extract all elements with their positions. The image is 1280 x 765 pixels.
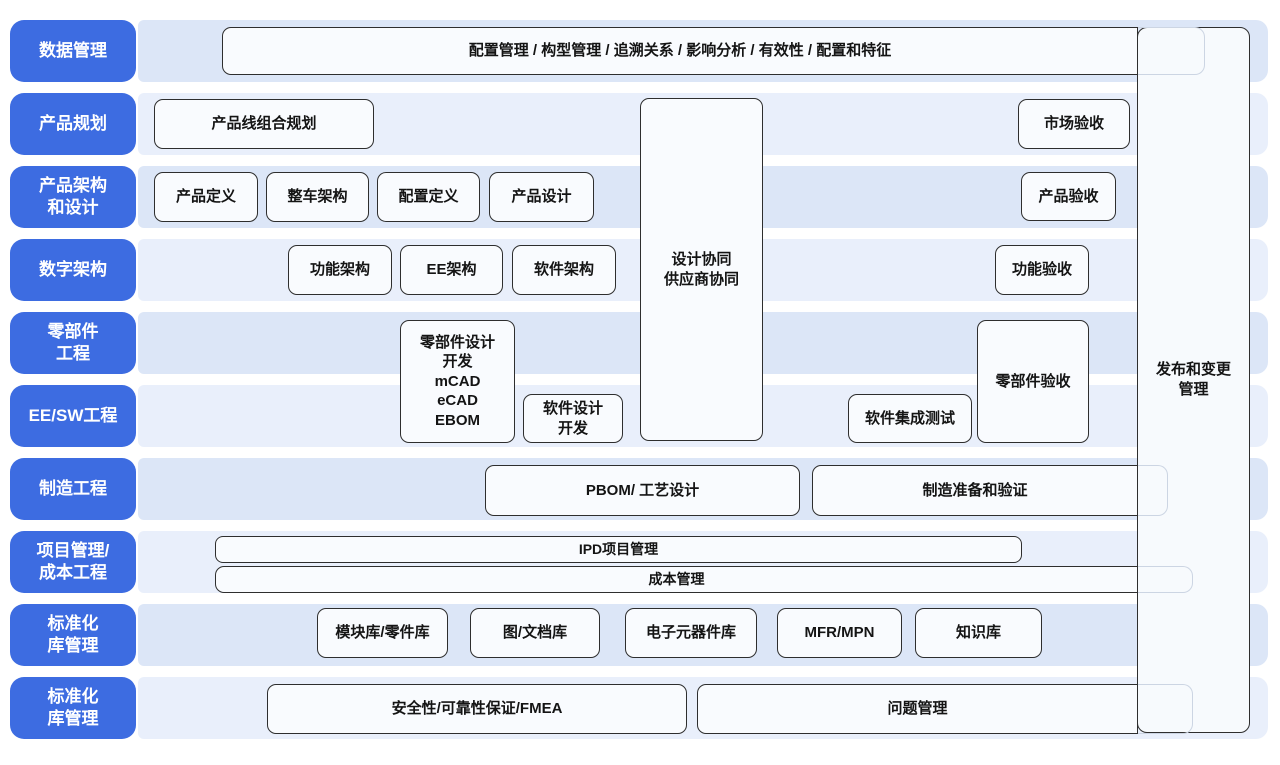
box-label: 开发 (557, 419, 588, 437)
sidebar-item-std-library: 标准化 库管理 (10, 604, 136, 666)
safety-reliability-fmea-box: 安全性/可靠性保证/FMEA (267, 684, 687, 734)
sidebar-label: 标准化 (47, 686, 99, 706)
sidebar-item-mfg-eng: 制造工程 (10, 458, 136, 520)
box-label: 设计协同 (671, 251, 732, 268)
electronic-components-library-box: 电子元器件库 (625, 608, 757, 658)
bar-label: 发布和变更 (1155, 360, 1231, 378)
sidebar-label: 工程 (56, 344, 90, 363)
issue-mgmt-box-continuation (1137, 684, 1193, 734)
box-label: EBOM (435, 411, 480, 429)
knowledge-library-box: 知识库 (915, 608, 1042, 658)
product-design-box: 产品设计 (489, 172, 594, 222)
ee-architecture-box: EE架构 (400, 245, 503, 295)
sidebar-item-project-cost: 项目管理/ 成本工程 (10, 531, 136, 593)
box-label: 开发 (442, 353, 473, 371)
sidebar-label: 标准化 (47, 613, 99, 633)
sidebar-label: 库管理 (47, 636, 99, 655)
box-label: 软件设计 (542, 400, 603, 417)
sidebar-label: 数据管理 (39, 40, 107, 60)
module-parts-library-box: 模块库/零件库 (317, 608, 448, 658)
mfg-preparation-box-continuation (1137, 465, 1168, 516)
market-acceptance-box: 市场验收 (1018, 99, 1130, 149)
software-integration-test-box: 软件集成测试 (848, 394, 972, 443)
cost-mgmt-box-continuation (1137, 566, 1193, 593)
vehicle-architecture-box: 整车架构 (266, 172, 369, 222)
box-label: 零部件设计 (419, 333, 495, 351)
design-collaboration-box: 设计协同 供应商协同 (640, 98, 763, 441)
parts-acceptance-box: 零部件验收 (977, 320, 1089, 443)
config-mgmt-box-continuation (1137, 27, 1205, 75)
sidebar-label: 成本工程 (39, 563, 107, 582)
box-label: eCAD (437, 392, 478, 410)
product-definition-box: 产品定义 (154, 172, 258, 222)
sidebar-item-parts-eng: 零部件 工程 (10, 312, 136, 374)
sidebar-item-std-library-2: 标准化 库管理 (10, 677, 136, 739)
product-line-planning-box: 产品线组合规划 (154, 99, 374, 149)
config-definition-box: 配置定义 (377, 172, 480, 222)
sidebar-label: EE/SW工程 (28, 405, 118, 425)
sidebar-label: 和设计 (47, 198, 99, 217)
bar-label: 管理 (1178, 381, 1209, 398)
sidebar-label: 产品架构 (39, 175, 107, 195)
parts-design-box: 零部件设计 开发 mCAD eCAD EBOM (400, 320, 515, 443)
sidebar-label: 零部件 (47, 321, 99, 341)
cost-mgmt-box: 成本管理 (215, 566, 1138, 593)
sidebar-label: 数字架构 (39, 259, 107, 279)
software-architecture-box: 软件架构 (512, 245, 616, 295)
sidebar-item-product-arch-design: 产品架构 和设计 (10, 166, 136, 228)
sidebar-item-data-mgmt: 数据管理 (10, 20, 136, 82)
product-acceptance-box: 产品验收 (1021, 172, 1116, 221)
sidebar-label: 项目管理/ (36, 540, 110, 560)
config-mgmt-box: 配置管理 / 构型管理 / 追溯关系 / 影响分析 / 有效性 / 配置和特征 (222, 27, 1138, 75)
mfg-preparation-box: 制造准备和验证 (812, 465, 1138, 516)
pbom-process-design-box: PBOM/ 工艺设计 (485, 465, 800, 516)
sidebar-item-ee-sw-eng: EE/SW工程 (10, 385, 136, 447)
box-label: 供应商协同 (663, 270, 739, 288)
software-design-box: 软件设计 开发 (523, 394, 623, 443)
box-label: mCAD (434, 372, 481, 390)
sidebar-item-product-planning: 产品规划 (10, 93, 136, 155)
function-architecture-box: 功能架构 (288, 245, 392, 295)
issue-mgmt-box: 问题管理 (697, 684, 1138, 734)
function-acceptance-box: 功能验收 (995, 245, 1089, 295)
sidebar-item-digital-arch: 数字架构 (10, 239, 136, 301)
ipd-project-mgmt-box: IPD项目管理 (215, 536, 1022, 563)
doc-library-box: 图/文档库 (470, 608, 600, 658)
release-change-mgmt-bar: 发布和变更 管理 (1137, 27, 1250, 733)
sidebar-label: 产品规划 (39, 113, 107, 133)
mfr-mpn-box: MFR/MPN (777, 608, 902, 658)
sidebar-label: 库管理 (47, 709, 99, 728)
sidebar-label: 制造工程 (39, 478, 107, 498)
